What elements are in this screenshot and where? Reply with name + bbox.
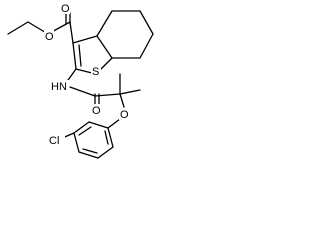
atom-labels: O O S HN O O Cl — [44, 2, 129, 147]
bond — [139, 10, 154, 35]
bond — [78, 151, 99, 159]
ester-oxygen-label: O — [45, 31, 54, 43]
bond — [104, 130, 109, 145]
ether-oxygen-label: O — [120, 109, 129, 121]
bond — [96, 35, 113, 59]
carbonyl-oxygen-label: O — [61, 3, 70, 15]
bond — [7, 21, 29, 35]
bond — [119, 93, 125, 108]
amide-oxygen-label: O — [92, 105, 101, 117]
chlorine-label: Cl — [49, 135, 59, 147]
bond — [88, 121, 109, 129]
bond — [73, 132, 80, 153]
bond — [82, 148, 98, 154]
bond-lines — [7, 10, 154, 159]
bond — [78, 126, 92, 136]
bond — [139, 33, 154, 59]
bond — [72, 42, 77, 70]
bond — [119, 89, 141, 95]
bond — [107, 127, 114, 148]
bond — [107, 118, 121, 129]
chemical-structure-diagram: O O S HN O O Cl — [7, 2, 154, 159]
amide-nitrogen-label: HN — [51, 81, 67, 93]
sulfur-label: S — [92, 66, 99, 78]
bond — [97, 146, 114, 159]
bond — [73, 121, 90, 134]
bond — [78, 44, 82, 67]
bond — [69, 21, 74, 44]
bond — [69, 86, 96, 97]
bond — [72, 35, 98, 44]
bond — [96, 10, 113, 37]
